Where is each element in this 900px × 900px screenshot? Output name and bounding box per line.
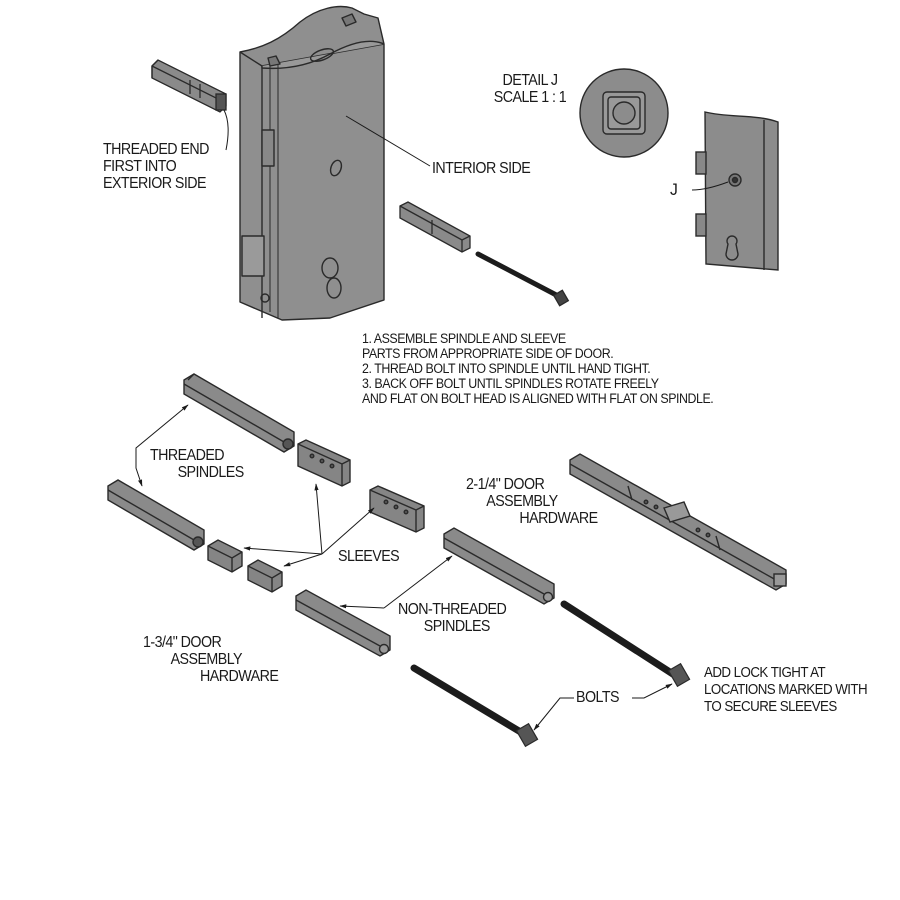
threaded-end-line-3: EXTERIOR SIDE [103,175,207,192]
leader-threaded-end [223,109,229,151]
door-2-25-line-1: 2-1/4" DOOR [466,476,545,493]
sleeve-right-icon [369,485,425,533]
detail-j-scale: SCALE 1 : 1 [493,89,567,106]
leader-non-threaded [339,555,453,609]
assembled-spindle-2-25-icon [569,453,787,591]
bolts-text: BOLTS [576,689,619,706]
detail-j-label: DETAIL J SCALE 1 : 1 [493,72,567,106]
threaded-spindles-line-1: THREADED [150,447,225,464]
non-threaded-line-2: SPINDLES [423,618,491,635]
door-2-25-label: 2-1/4" DOOR ASSEMBLY HARDWARE [466,476,598,527]
door-edge-icon [239,5,385,321]
bolt-upper-icon [560,600,691,688]
bolts-label: BOLTS [576,689,619,706]
detail-j-square-drive-icon [579,68,669,158]
leader-sleeves [243,483,375,567]
door-2-25-line-2: ASSEMBLY [486,493,558,510]
instruction-line: AND FLAT ON BOLT HEAD IS ALIGNED WITH FL… [362,391,714,406]
lock-tight-line-2: LOCATIONS MARKED WITH [704,682,868,698]
door-1-75-line-1: 1-3/4" DOOR [143,634,222,651]
threaded-spindles-line-2: SPINDLES [177,464,245,481]
lock-tight-line-3: TO SECURE SLEEVES [704,699,837,715]
instruction-line: 3. BACK OFF BOLT UNTIL SPINDLES ROTATE F… [362,376,659,391]
j-marker-label: J [670,180,678,199]
threaded-end-line-2: FIRST INTO [103,158,177,175]
door-1-75-line-2: ASSEMBLY [170,651,243,668]
detail-j-title: DETAIL J [502,72,558,89]
lock-case-icon [695,111,779,271]
bolt-lower-icon [410,664,539,748]
threaded-spindles-label: THREADED SPINDLES [150,447,244,481]
threaded-spindle-upper-icon [183,373,295,453]
sleeves-label: SLEEVES [338,548,400,565]
instruction-line: PARTS FROM APPROPRIATE SIDE OF DOOR. [362,346,614,361]
interior-side-label: INTERIOR SIDE [432,160,531,177]
non-threaded-line-1: NON-THREADED [398,601,507,618]
non-threaded-spindle-lower-icon [295,589,391,657]
sleeve-small-b-icon [247,559,283,593]
non-threaded-spindle-upper-icon [443,527,555,605]
door-2-25-line-3: HARDWARE [519,510,598,527]
leader-bolts [533,683,673,731]
instruction-line: 2. THREAD BOLT INTO SPINDLE UNTIL HAND T… [362,361,651,376]
threaded-end-label: THREADED END FIRST INTO EXTERIOR SIDE [103,141,209,192]
lock-tight-line-1: ADD LOCK TIGHT AT [704,665,826,681]
sleeve-small-a-icon [207,539,243,573]
threaded-spindle-lower-icon [107,479,205,551]
j-marker-text: J [670,180,678,199]
lock-tight-note: ADD LOCK TIGHT AT LOCATIONS MARKED WITH … [704,665,868,716]
threaded-end-spindle-icon [151,59,227,113]
sleeve-upper-icon [297,439,351,487]
leader-j [691,181,729,191]
leader-interior-side [345,115,431,167]
sleeves-text: SLEEVES [338,548,400,565]
door-1-75-label: 1-3/4" DOOR ASSEMBLY HARDWARE [143,634,279,685]
threaded-end-line-1: THREADED END [103,141,209,158]
instructions-block: 1. ASSEMBLE SPINDLE AND SLEEVE PARTS FRO… [362,331,714,406]
non-threaded-spindles-label: NON-THREADED SPINDLES [398,601,507,635]
leader-threaded-spindles [135,404,189,487]
instruction-line: 1. ASSEMBLE SPINDLE AND SLEEVE [362,331,566,346]
door-1-75-line-3: HARDWARE [200,668,279,685]
spindle-with-bolt-icon [399,201,570,307]
interior-side-text: INTERIOR SIDE [432,160,531,177]
